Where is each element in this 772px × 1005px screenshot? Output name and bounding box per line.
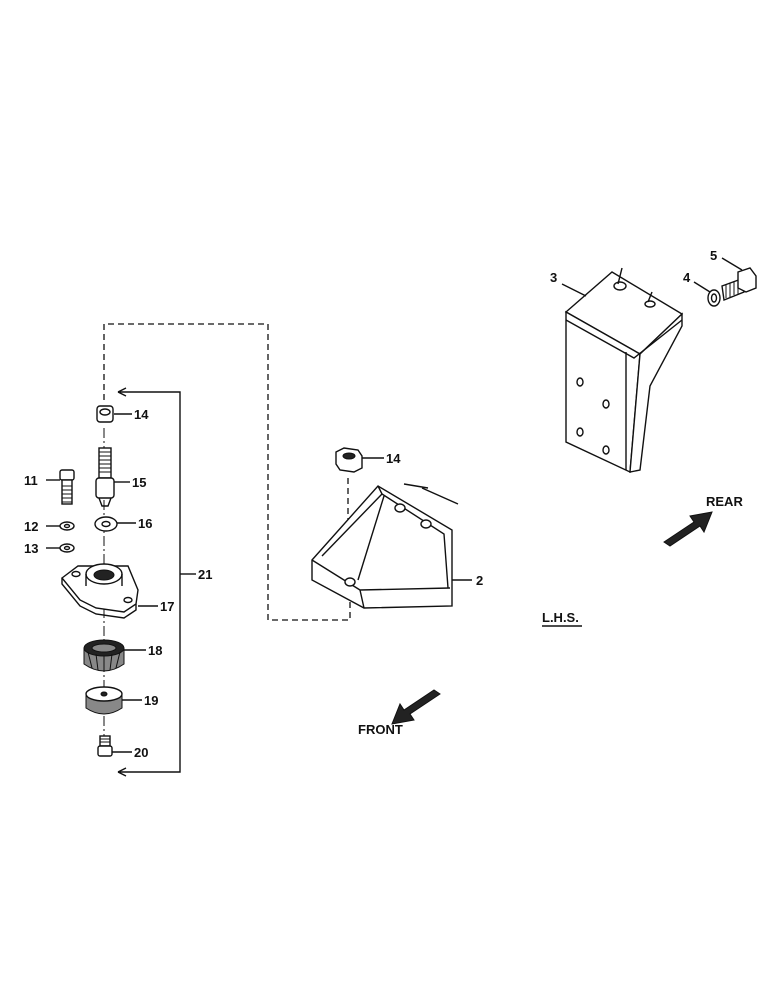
callout-11: 11 — [24, 473, 38, 488]
part-12-washer — [46, 521, 75, 531]
part-2-bracket — [311, 483, 472, 609]
part-14-nut-stack — [96, 405, 132, 423]
callout-19: 19 — [144, 693, 158, 708]
callout-17: 17 — [160, 599, 174, 614]
part-19-pad — [85, 686, 142, 715]
part-15-stud — [95, 447, 130, 507]
callout-2: 2 — [476, 573, 483, 588]
front-arrow-icon — [391, 689, 441, 725]
front-label: FRONT — [358, 722, 403, 737]
rear-arrow-icon — [663, 511, 713, 547]
part-16-washer — [94, 516, 136, 532]
part-3-bracket — [561, 267, 684, 474]
part-14-nut-bracket — [335, 447, 384, 473]
part-18-rubber-bush — [83, 639, 146, 672]
part-13-lock-washer — [46, 543, 75, 553]
callout-14-bracket: 14 — [386, 451, 401, 466]
part-4-washer — [693, 281, 721, 307]
dashed-assembly-line — [103, 323, 351, 621]
callout-4: 4 — [683, 270, 691, 285]
side-label: L.H.S. — [542, 610, 579, 625]
callout-14-stack: 14 — [134, 407, 149, 422]
callout-21: 21 — [198, 567, 212, 582]
callout-5: 5 — [710, 248, 717, 263]
part-5-bolt — [721, 257, 757, 301]
callout-15: 15 — [132, 475, 146, 490]
callout-3: 3 — [550, 270, 557, 285]
callout-12: 12 — [24, 519, 38, 534]
part-20-screw — [97, 735, 132, 757]
part-11-bolt — [46, 469, 75, 505]
callout-18: 18 — [148, 643, 162, 658]
rear-label: REAR — [706, 494, 743, 509]
assembly-bracket-21 — [117, 387, 196, 777]
callout-16: 16 — [138, 516, 152, 531]
callout-13: 13 — [24, 541, 38, 556]
part-17-flange — [60, 563, 158, 619]
callout-20: 20 — [134, 745, 148, 760]
